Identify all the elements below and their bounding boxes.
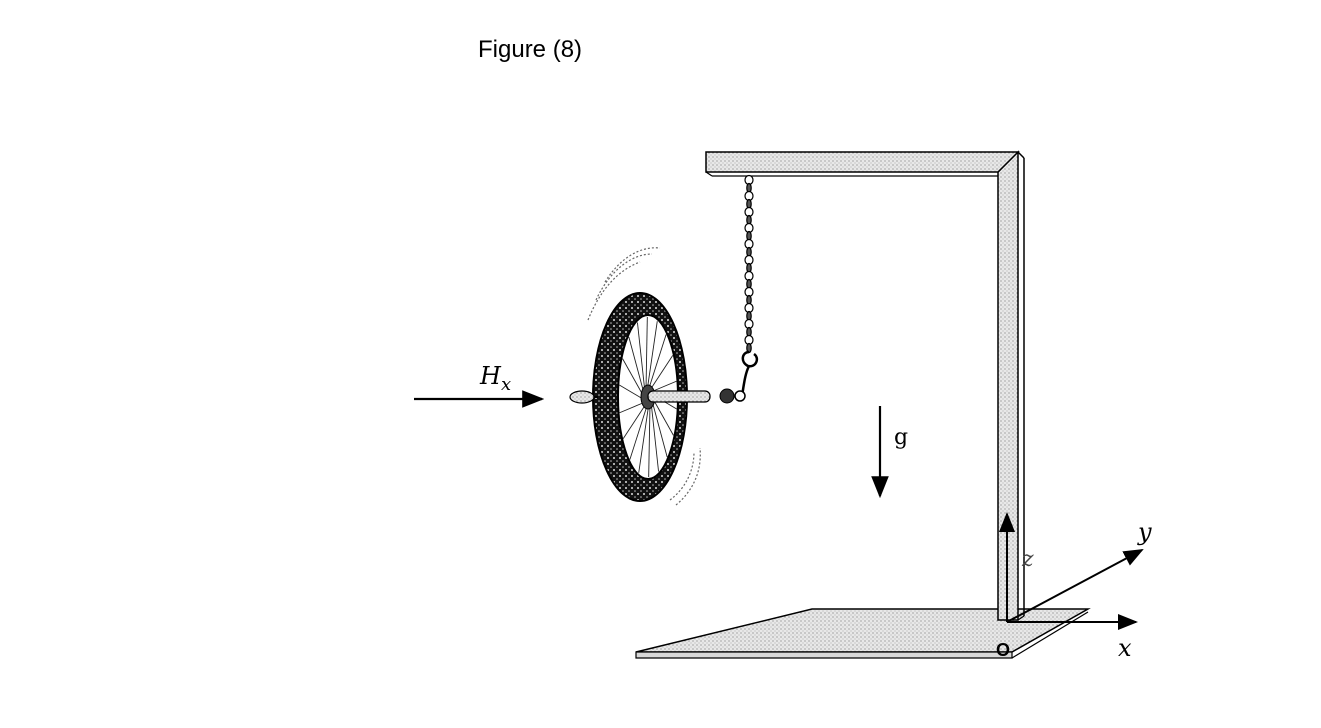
chain bbox=[744, 174, 754, 354]
force-label-symbol: H bbox=[479, 362, 502, 390]
axis-z-label: z bbox=[1021, 547, 1034, 572]
gravity-label: g bbox=[894, 425, 908, 450]
figure-title: Figure (8) bbox=[478, 36, 583, 63]
force-label-hx: Hx bbox=[479, 362, 511, 395]
wheel-spoke bbox=[645, 317, 648, 391]
force-label-subscript: x bbox=[501, 374, 511, 395]
wheel-spoke bbox=[628, 336, 645, 395]
horizontal-arm bbox=[705, 151, 1020, 177]
wheel-spoke bbox=[650, 380, 677, 393]
hook bbox=[740, 350, 759, 397]
axis-y bbox=[1006, 549, 1144, 623]
wheel-spoke bbox=[629, 404, 648, 460]
wheel-spoke bbox=[619, 401, 646, 414]
vertical-post bbox=[997, 150, 1025, 621]
wheel-spoke bbox=[646, 321, 658, 390]
wheel-spoke bbox=[649, 355, 674, 391]
wheel-spoke bbox=[638, 404, 650, 473]
base-plate bbox=[635, 608, 1091, 659]
wheel-spoke bbox=[622, 358, 645, 398]
wheel-spoke bbox=[648, 334, 667, 390]
wheel-spoke bbox=[651, 396, 674, 436]
wheel-spoke bbox=[619, 384, 645, 401]
motion-lines bbox=[587, 247, 701, 506]
axle bbox=[569, 388, 746, 404]
wheel-spoke bbox=[636, 322, 646, 392]
wheel-spoke bbox=[648, 403, 651, 477]
axis-x-label: x bbox=[1118, 634, 1132, 662]
wheel-spoke bbox=[651, 399, 668, 458]
wheel-spoke bbox=[622, 403, 647, 439]
origin-label: O bbox=[996, 640, 1010, 660]
wheel-spoke bbox=[650, 402, 660, 472]
axis-y-label: y bbox=[1137, 518, 1152, 546]
